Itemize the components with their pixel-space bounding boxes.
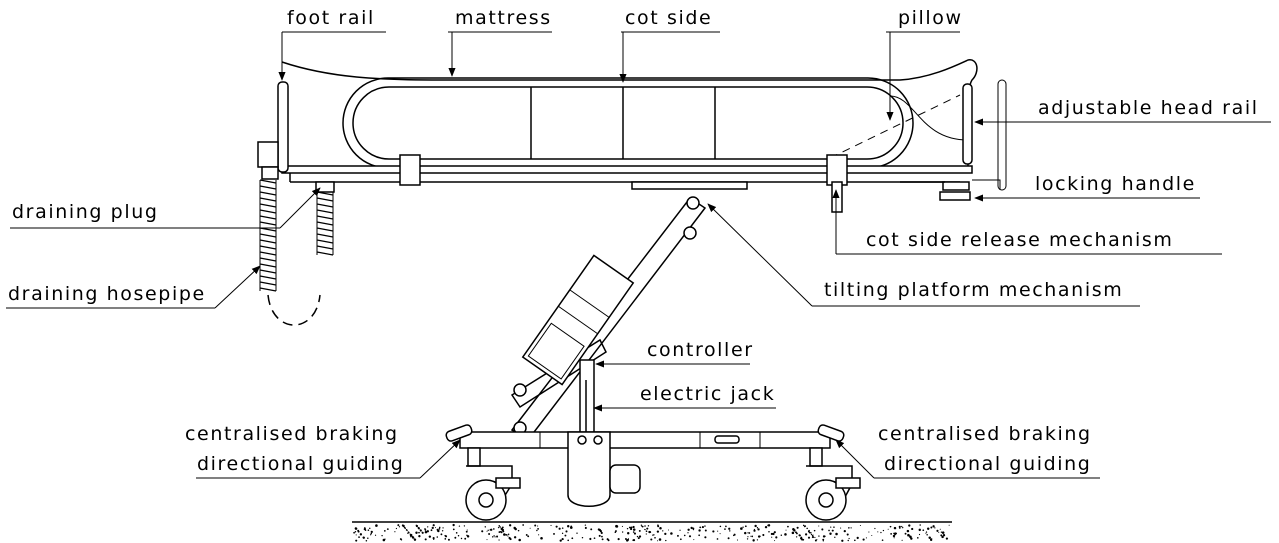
svg-text:mattress: mattress	[455, 7, 552, 29]
label-draining-hosepipe: draining hosepipe	[6, 265, 261, 309]
svg-text:cot side release mechanism: cot side release mechanism	[866, 229, 1174, 251]
label-draining-plug: draining plug	[10, 187, 321, 229]
castor-left	[465, 465, 521, 521]
svg-text:draining plug: draining plug	[12, 201, 159, 223]
svg-text:foot rail: foot rail	[287, 7, 375, 29]
svg-text:directional guiding: directional guiding	[884, 453, 1091, 475]
label-pillow: pillow	[886, 7, 963, 121]
svg-text:cot side: cot side	[625, 7, 712, 29]
label-adjustable-head-rail: adjustable head rail	[974, 97, 1271, 126]
svg-text:draining hosepipe: draining hosepipe	[8, 283, 206, 305]
mattress-shape	[280, 59, 978, 169]
label-braking-right: centralised braking directional guiding	[835, 423, 1100, 479]
svg-text:electric jack: electric jack	[640, 383, 775, 405]
label-tilting-platform-mechanism: tilting platform mechanism	[707, 203, 1140, 307]
label-cot-side: cot side	[619, 7, 720, 83]
castor-right	[805, 465, 861, 521]
svg-text:adjustable head rail: adjustable head rail	[1038, 97, 1259, 119]
svg-text:controller: controller	[647, 339, 754, 361]
floor-texture	[353, 523, 950, 542]
svg-text:pillow: pillow	[898, 7, 963, 29]
svg-text:locking handle: locking handle	[1035, 173, 1196, 195]
draining-hoses	[259, 166, 335, 326]
floor	[352, 521, 952, 542]
label-controller: controller	[595, 339, 754, 368]
label-braking-left: centralised braking directional guiding	[185, 423, 461, 479]
svg-text:tilting platform mechanism: tilting platform mechanism	[824, 279, 1123, 301]
label-locking-handle: locking handle	[974, 173, 1200, 202]
svg-text:directional guiding: directional guiding	[197, 453, 404, 475]
lift-mechanism	[510, 196, 707, 441]
svg-text:centralised braking: centralised braking	[185, 423, 399, 445]
label-foot-rail: foot rail	[278, 7, 386, 81]
svg-text:centralised braking: centralised braking	[878, 423, 1092, 445]
label-cot-side-release-mechanism: cot side release mechanism	[832, 189, 1222, 255]
label-mattress: mattress	[448, 7, 552, 77]
label-electric-jack: electric jack	[593, 383, 776, 412]
